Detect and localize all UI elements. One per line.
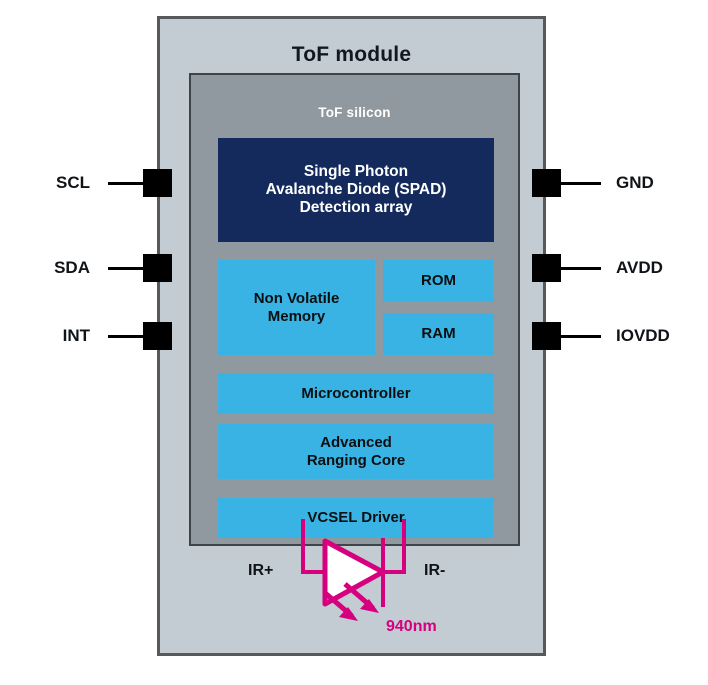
pin-pad-scl[interactable] — [143, 169, 172, 197]
arc-line-2: Ranging Core — [306, 451, 406, 469]
arc-line-1: Advanced — [320, 433, 392, 451]
block-vcsel-driver: VCSEL Driver — [218, 498, 494, 538]
pin-wire-avdd — [561, 267, 601, 270]
tof-module-package: ToF module ToF silicon Single Photon Ava… — [157, 16, 546, 656]
ir-wavelength-label: 940nm — [386, 618, 437, 635]
pin-label-sda: SDA — [54, 258, 90, 277]
block-advanced-ranging-core: Advanced Ranging Core — [218, 424, 494, 479]
block-microcontroller: Microcontroller — [218, 373, 494, 414]
pin-wire-sda — [108, 267, 146, 270]
pin-wire-iovdd — [561, 335, 601, 338]
pin-wire-gnd — [561, 182, 601, 185]
pin-pad-iovdd[interactable] — [532, 322, 561, 350]
pin-label-gnd: GND — [616, 173, 654, 192]
ram-label: RAM — [421, 325, 456, 343]
pin-label-avdd: AVDD — [616, 258, 663, 277]
ir-anode-label: IR+ — [248, 562, 274, 579]
microcontroller-label: Microcontroller — [301, 384, 411, 402]
module-title: ToF module — [291, 43, 412, 66]
nvm-line-2: Memory — [267, 307, 326, 325]
spad-line-1: Single Photon — [303, 162, 409, 180]
pin-pad-sda[interactable] — [143, 254, 172, 282]
nvm-line-1: Non Volatile — [253, 289, 340, 307]
spad-line-2: Avalanche Diode (SPAD) — [265, 180, 447, 198]
block-ram: RAM — [383, 313, 494, 355]
pin-wire-int — [108, 335, 146, 338]
block-non-volatile-memory: Non Volatile Memory — [218, 260, 375, 355]
pin-wire-scl — [108, 182, 146, 185]
spad-line-3: Detection array — [299, 199, 413, 217]
block-rom: ROM — [383, 260, 494, 302]
ir-cathode-label: IR- — [424, 562, 446, 579]
pin-label-scl: SCL — [56, 173, 90, 192]
pin-label-int: INT — [62, 326, 90, 345]
pin-label-iovdd: IOVDD — [616, 326, 670, 345]
block-spad-detection-array: Single Photon Avalanche Diode (SPAD) Det… — [218, 138, 494, 242]
tof-silicon-die: ToF silicon Single Photon Avalanche Diod… — [189, 73, 520, 546]
rom-label: ROM — [421, 272, 456, 290]
pin-pad-int[interactable] — [143, 322, 172, 350]
vcsel-driver-label: VCSEL Driver — [307, 509, 405, 527]
pin-pad-gnd[interactable] — [532, 169, 561, 197]
pin-pad-avdd[interactable] — [532, 254, 561, 282]
silicon-title: ToF silicon — [318, 105, 391, 120]
